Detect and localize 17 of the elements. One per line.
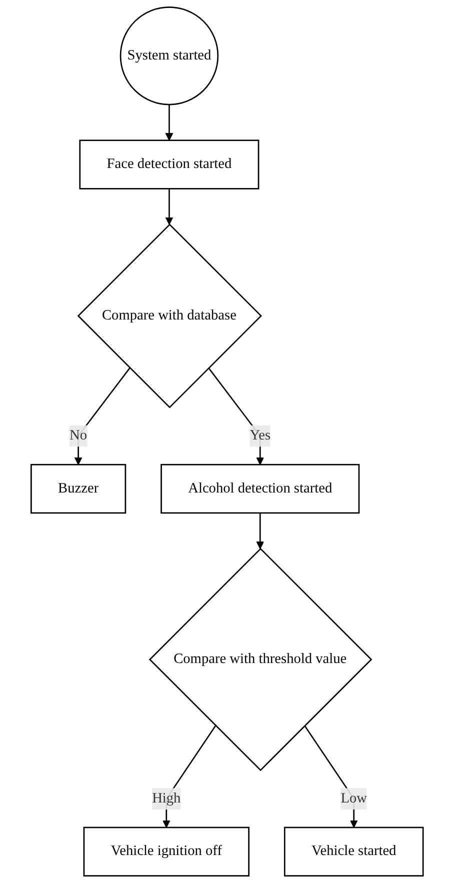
node-circle: System started [120, 6, 219, 106]
arrow [74, 368, 131, 465]
arrow [166, 104, 174, 141]
node-box: Vehicle ignition off [84, 826, 250, 876]
node-box: Buzzer [30, 464, 126, 514]
arrow [208, 368, 264, 465]
arrow [166, 188, 174, 225]
node-box: Vehicle started [284, 826, 424, 876]
node-box: Face detection started [80, 140, 260, 190]
node-diamond: Compare with threshold value [149, 548, 373, 772]
edge-label: High [152, 790, 182, 806]
edge-label: Yes [250, 428, 271, 444]
edge-label: No [70, 428, 88, 444]
edge-label: Low [341, 790, 368, 806]
node-box: Alcohol detection started [160, 464, 360, 514]
arrow [256, 512, 264, 550]
node-diamond: Compare with database [78, 224, 262, 408]
